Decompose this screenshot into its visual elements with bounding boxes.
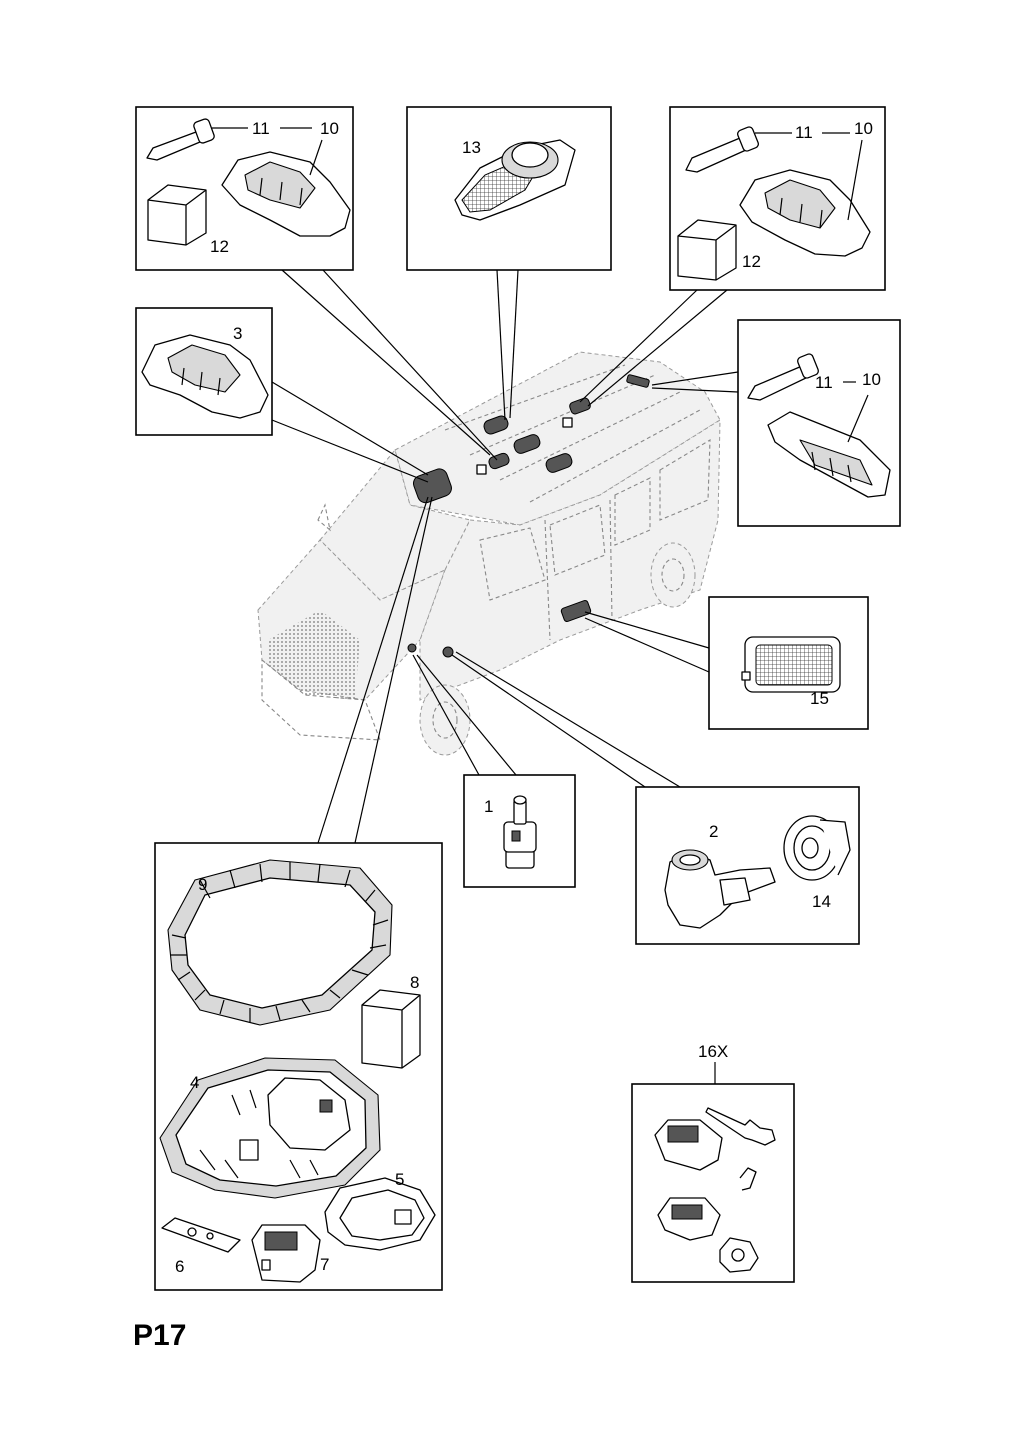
callout-12-right: 12 (742, 252, 761, 271)
box-part-3: 3 (135, 307, 273, 436)
callout-14: 14 (812, 892, 831, 911)
callout-7: 7 (320, 1255, 329, 1274)
callout-12-left: 12 (210, 237, 229, 256)
leader-lines (271, 269, 739, 844)
box-part-10-11-12-left: 11 10 12 (135, 106, 354, 271)
box-part-10-11-mid: 11 10 (737, 319, 901, 527)
box-part-10-11-12-right: 11 10 12 (669, 106, 886, 291)
callout-2: 2 (709, 822, 718, 841)
box-part-2-14: 2 14 (635, 786, 860, 945)
callout-5: 5 (395, 1170, 404, 1189)
callout-6: 6 (175, 1257, 184, 1276)
callout-13: 13 (462, 138, 481, 157)
callout-11-right: 11 (795, 123, 813, 142)
callout-1: 1 (484, 797, 493, 816)
callout-10-right: 10 (854, 119, 873, 138)
box-part-4-9: 9 8 4 5 6 7 (154, 842, 443, 1291)
callout-10-left: 10 (320, 119, 339, 138)
box-part-16x: 16X (631, 1042, 795, 1283)
box-part-13: 13 (406, 106, 612, 271)
callout-16x: 16X (698, 1042, 728, 1061)
callout-10-mid: 10 (862, 370, 881, 389)
callout-11-mid: 11 (815, 373, 833, 392)
callout-9: 9 (198, 875, 207, 894)
box-part-1: 1 (463, 774, 576, 888)
box-part-15: 15 (708, 596, 869, 730)
van-illustration (257, 351, 721, 756)
page-code: P17 (133, 1319, 186, 1352)
callout-3: 3 (233, 324, 242, 343)
callout-4: 4 (190, 1073, 199, 1092)
callout-11-left: 11 (252, 119, 270, 138)
callout-15: 15 (810, 689, 829, 708)
callout-8: 8 (410, 973, 419, 992)
